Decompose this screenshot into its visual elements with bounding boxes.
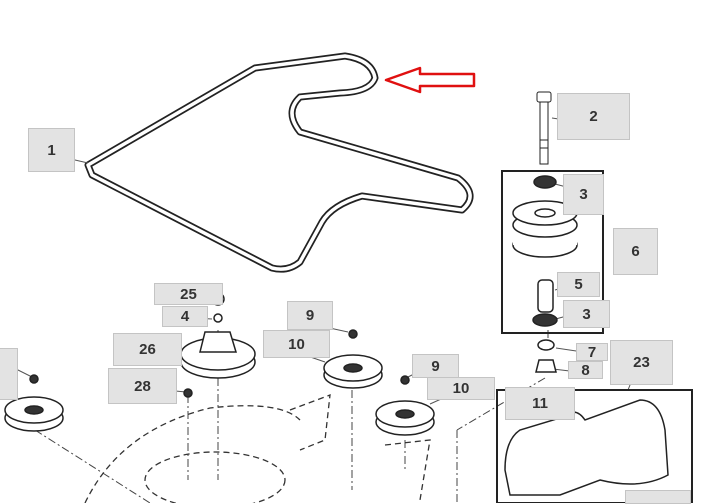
callout-10-right[interactable]: 10 bbox=[427, 377, 495, 400]
callout-2[interactable]: 2 bbox=[557, 93, 630, 140]
pulley-part-10-left bbox=[323, 329, 383, 389]
callout-3-top[interactable]: 3 bbox=[563, 174, 604, 215]
callout-10-left[interactable]: 10 bbox=[263, 330, 330, 358]
callout-partial-bottom bbox=[625, 490, 691, 504]
assembly-axes bbox=[34, 330, 549, 503]
callout-9-right[interactable]: 9 bbox=[412, 354, 459, 378]
bolt-part-2[interactable] bbox=[536, 91, 552, 165]
callout-9-left[interactable]: 9 bbox=[287, 301, 333, 330]
callout-28[interactable]: 28 bbox=[108, 368, 177, 404]
mower-deck bbox=[84, 394, 431, 503]
callout-11[interactable]: 11 bbox=[505, 387, 575, 420]
callout-26[interactable]: 26 bbox=[113, 333, 182, 366]
callout-23[interactable]: 23 bbox=[610, 340, 673, 385]
callout-8[interactable]: 8 bbox=[568, 361, 603, 379]
idler-pulley-part-6[interactable] bbox=[512, 175, 578, 373]
nut-part-28 bbox=[183, 388, 193, 398]
callout-1[interactable]: 1 bbox=[28, 128, 75, 172]
idler-assembly-box bbox=[501, 170, 604, 334]
pulley-part-26 bbox=[180, 292, 256, 379]
belt-guard-part-23[interactable] bbox=[504, 399, 669, 496]
callout-4[interactable]: 4 bbox=[162, 306, 208, 327]
callout-partial-left bbox=[0, 348, 18, 400]
callout-5[interactable]: 5 bbox=[557, 272, 600, 297]
pulley-left bbox=[4, 374, 64, 432]
highlight-arrow-icon bbox=[384, 66, 476, 94]
callout-6[interactable]: 6 bbox=[613, 228, 658, 275]
pulleys[interactable] bbox=[4, 292, 516, 436]
callout-3-bottom[interactable]: 3 bbox=[563, 300, 610, 328]
guard-box bbox=[496, 389, 693, 503]
drive-belt[interactable] bbox=[84, 52, 474, 273]
pulley-part-10-right bbox=[375, 375, 435, 436]
callout-7[interactable]: 7 bbox=[576, 343, 608, 361]
callout-25[interactable]: 25 bbox=[154, 283, 223, 305]
